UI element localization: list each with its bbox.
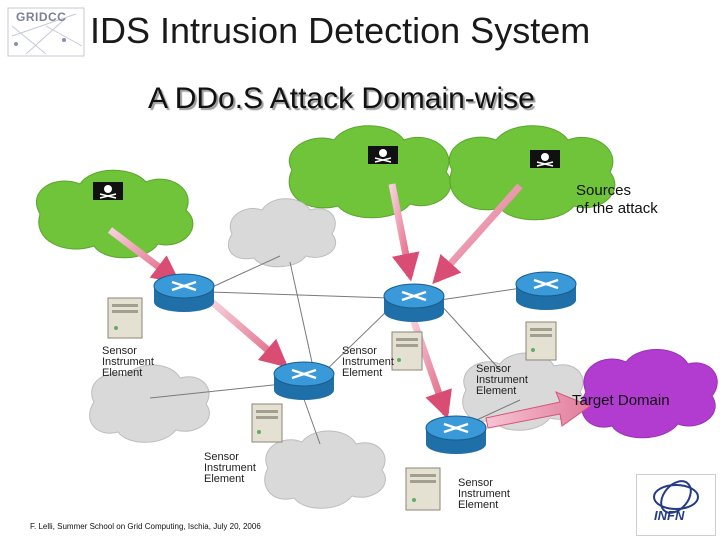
sensor-label-left: Sensor Instrument Element: [102, 345, 154, 379]
attacker-cloud-top-middle: [288, 125, 452, 219]
infn-logo: [636, 474, 716, 536]
router-icon-left: [153, 273, 215, 312]
gridcc-logo: [7, 7, 85, 57]
sources-of-attack-label: Sources of the attack: [576, 182, 658, 217]
sensor-label-middle: Sensor Instrument Element: [204, 451, 256, 485]
router-icon-right: [515, 271, 577, 310]
server-icon-bottom: [405, 467, 441, 511]
server-icon-right: [525, 321, 557, 361]
target-domain-cloud: [581, 349, 718, 439]
infn-logo-text: INFN: [654, 508, 685, 523]
server-icon-left: [107, 297, 143, 339]
neutral-cloud-left: [89, 364, 210, 443]
router-icon-bottom: [425, 415, 487, 454]
gridcc-logo-text: GRIDCC: [16, 10, 67, 24]
router-icon-center: [383, 283, 445, 322]
router-icon-middle-left: [273, 361, 335, 400]
target-domain-label: Target Domain: [572, 392, 670, 409]
pirate-flag-icon-left: [93, 182, 123, 200]
neutral-cloud-center: [227, 198, 337, 268]
footer-citation: F. Lelli, Summer School on Grid Computin…: [30, 522, 261, 531]
server-icon-center: [391, 331, 423, 371]
attack-arrow-to-target: [485, 391, 592, 429]
sensor-label-center: Sensor Instrument Element: [342, 345, 394, 379]
pirate-flag-icon-center: [368, 146, 398, 164]
pirate-flag-icon-right: [530, 150, 560, 168]
server-icon-middle: [251, 403, 283, 443]
page-subtitle: A DDo.S Attack Domain-wise: [148, 82, 535, 115]
sensor-label-right: Sensor Instrument Element: [476, 363, 528, 397]
attacker-cloud-left: [35, 169, 194, 259]
sensor-label-bottom: Sensor Instrument Element: [458, 477, 510, 511]
neutral-cloud-bottom: [264, 430, 386, 509]
page-title: IDS Intrusion Detection System: [90, 10, 591, 51]
